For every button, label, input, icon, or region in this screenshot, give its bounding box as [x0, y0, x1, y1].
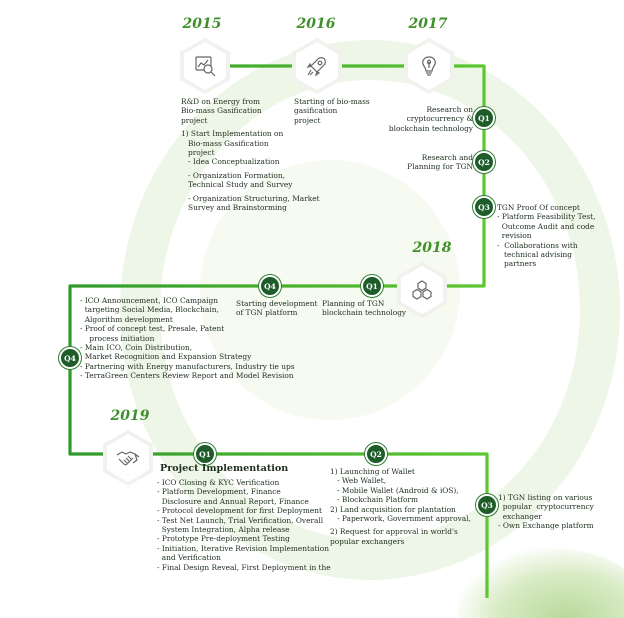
text-line: - Own Exchange platform	[498, 521, 594, 531]
text-line: cryptocurrency &	[406, 114, 473, 124]
rocket-icon	[292, 38, 342, 94]
text-line: - Mobile Wallet (Android & iOS),	[330, 485, 459, 495]
quarter-badge-2017-q2: Q2	[473, 151, 495, 173]
text-line: Planning for TGN	[407, 162, 473, 172]
text-line: Bio-mass Gasification	[181, 138, 269, 148]
text-line: - Paperwork, Government approval,	[330, 514, 471, 524]
quarter-badge-2017-q3: Q3	[473, 196, 495, 218]
text-line: - Collaborations with	[497, 240, 578, 250]
text-block-2019-q3: 1) TGN listing on various popular crypto…	[498, 493, 594, 531]
year-2017-label: 2017	[408, 16, 448, 32]
text-line: - Idea Conceptualization	[181, 157, 280, 167]
text-line: project	[294, 115, 321, 125]
lightbulb-leaf-icon	[404, 38, 454, 94]
text-line: blockchain technology	[322, 308, 407, 318]
text-line: Outcome Audit and code	[497, 221, 595, 231]
text-line: Research on	[426, 105, 473, 114]
quarter-badge-2019-q2: Q2	[365, 443, 387, 465]
text-line: popular exchangers	[330, 536, 405, 546]
text-line: partners	[497, 259, 537, 269]
text-line: - ICO Closing & KYC Verification	[157, 478, 280, 487]
text-line: 2) Land acquisition for plantation	[330, 504, 456, 514]
text-line: 2) Request for approval in world's	[330, 527, 458, 537]
text-line: project	[181, 148, 215, 158]
text-line: System Integration, Alpha release	[157, 525, 290, 535]
text-line: - Test Net Launch, Trial Verification, O…	[157, 515, 324, 525]
quarter-badge-2018-q4: Q4	[259, 275, 281, 297]
handshake-icon	[103, 430, 153, 486]
hex-2017	[404, 38, 454, 94]
text-line: process initiation	[80, 333, 155, 343]
text-block-2017-q3: TGN Proof Of concept- Platform Feasibili…	[497, 203, 595, 269]
text-line: - Prototype Pre-deployment Testing	[157, 534, 290, 544]
text-line: gasification	[294, 106, 338, 116]
text-line: - Organization Formation,	[181, 170, 285, 180]
text-line: targeting Social Media, Blockchain,	[80, 305, 219, 315]
text-block-2019-q2: 1) Launching of Wallet - Web Wallet, - M…	[330, 467, 471, 546]
project-implementation-heading: Project Implementation	[160, 463, 289, 474]
text-block-left-q4: - ICO Announcement, ICO Campaign targeti…	[80, 296, 295, 381]
text-line: project	[181, 115, 208, 125]
text-line: revision	[497, 231, 532, 241]
text-line: Planning of TGN	[322, 299, 385, 308]
quarter-badge-left-q4: Q4	[59, 347, 81, 369]
text-line: - Platform Feasibility Test,	[497, 212, 596, 222]
quarter-badge-2019-q1: Q1	[194, 443, 216, 465]
text-line: - Partnering with Energy manufacturers, …	[80, 361, 295, 371]
text-line: - Platform Development, Finance	[157, 487, 281, 497]
text-line: Disclosure and Annual Report, Finance	[157, 496, 309, 506]
text-line: - Blockchain Platform	[330, 495, 418, 505]
text-line: technical advising	[497, 250, 572, 260]
text-line: Starting of bio-mass	[294, 97, 370, 106]
text-line: - Initiation, Iterative Revision Impleme…	[157, 543, 329, 553]
text-line: 1) Start Implementation on	[181, 129, 284, 139]
text-line: Market Recognition and Expansion Strateg…	[80, 352, 252, 362]
blockchain-hexagons-icon	[397, 262, 447, 318]
text-line: Starting development	[236, 299, 318, 308]
text-line: Technical Study and Survey	[181, 180, 293, 190]
text-line: TGN Proof Of concept	[497, 203, 580, 212]
hex-2016	[292, 38, 342, 94]
text-line: - ICO Announcement, ICO Campaign	[80, 296, 219, 305]
search-chart-icon	[180, 38, 230, 94]
text-line: Research and	[421, 153, 473, 162]
text-block-2019-q1: - ICO Closing & KYC Verification- Platfo…	[157, 478, 331, 572]
quarter-badge-2018-q1: Q1	[361, 275, 383, 297]
text-line: popular cryptocurrency	[498, 502, 594, 512]
year-2019-label: 2019	[110, 408, 150, 424]
text-line: - Protocol development for first Deploym…	[157, 506, 322, 516]
text-line: - Organization Structuring, Market	[181, 193, 320, 203]
text-line: of TGN platform	[236, 308, 298, 318]
text-line: - Final Design Reveal, First Deployment …	[157, 562, 331, 572]
text-line: - Proof of concept test, Presale, Patent	[80, 324, 225, 334]
text-line: - TerraGreen Centers Review Report and M…	[80, 371, 294, 381]
hex-2018	[397, 262, 447, 318]
quarter-badge-2019-q3: Q3	[476, 494, 498, 516]
text-line: 1) Launching of Wallet	[330, 467, 415, 476]
hex-2019	[103, 430, 153, 486]
text-line: R&D on Energy from	[181, 97, 261, 106]
year-2018-label: 2018	[412, 240, 452, 256]
text-line: Bio-mass Gasification	[181, 106, 262, 116]
text-line: blockchain technology	[388, 123, 473, 133]
text-line: - Web Wallet,	[330, 476, 387, 486]
text-line: Survey and Brainstorming	[181, 203, 287, 213]
text-line: exchanger	[498, 511, 542, 521]
year-2015-label: 2015	[182, 16, 222, 32]
hex-2015	[180, 38, 230, 94]
year-2016-label: 2016	[296, 16, 336, 32]
text-line: 1) TGN listing on various	[498, 493, 593, 502]
text-line: - Main ICO, Coin Distribution,	[80, 343, 193, 353]
text-line: and Verification	[157, 553, 221, 563]
quarter-badge-2017-q1: Q1	[473, 107, 495, 129]
text-line: Algorithm development	[80, 314, 173, 324]
